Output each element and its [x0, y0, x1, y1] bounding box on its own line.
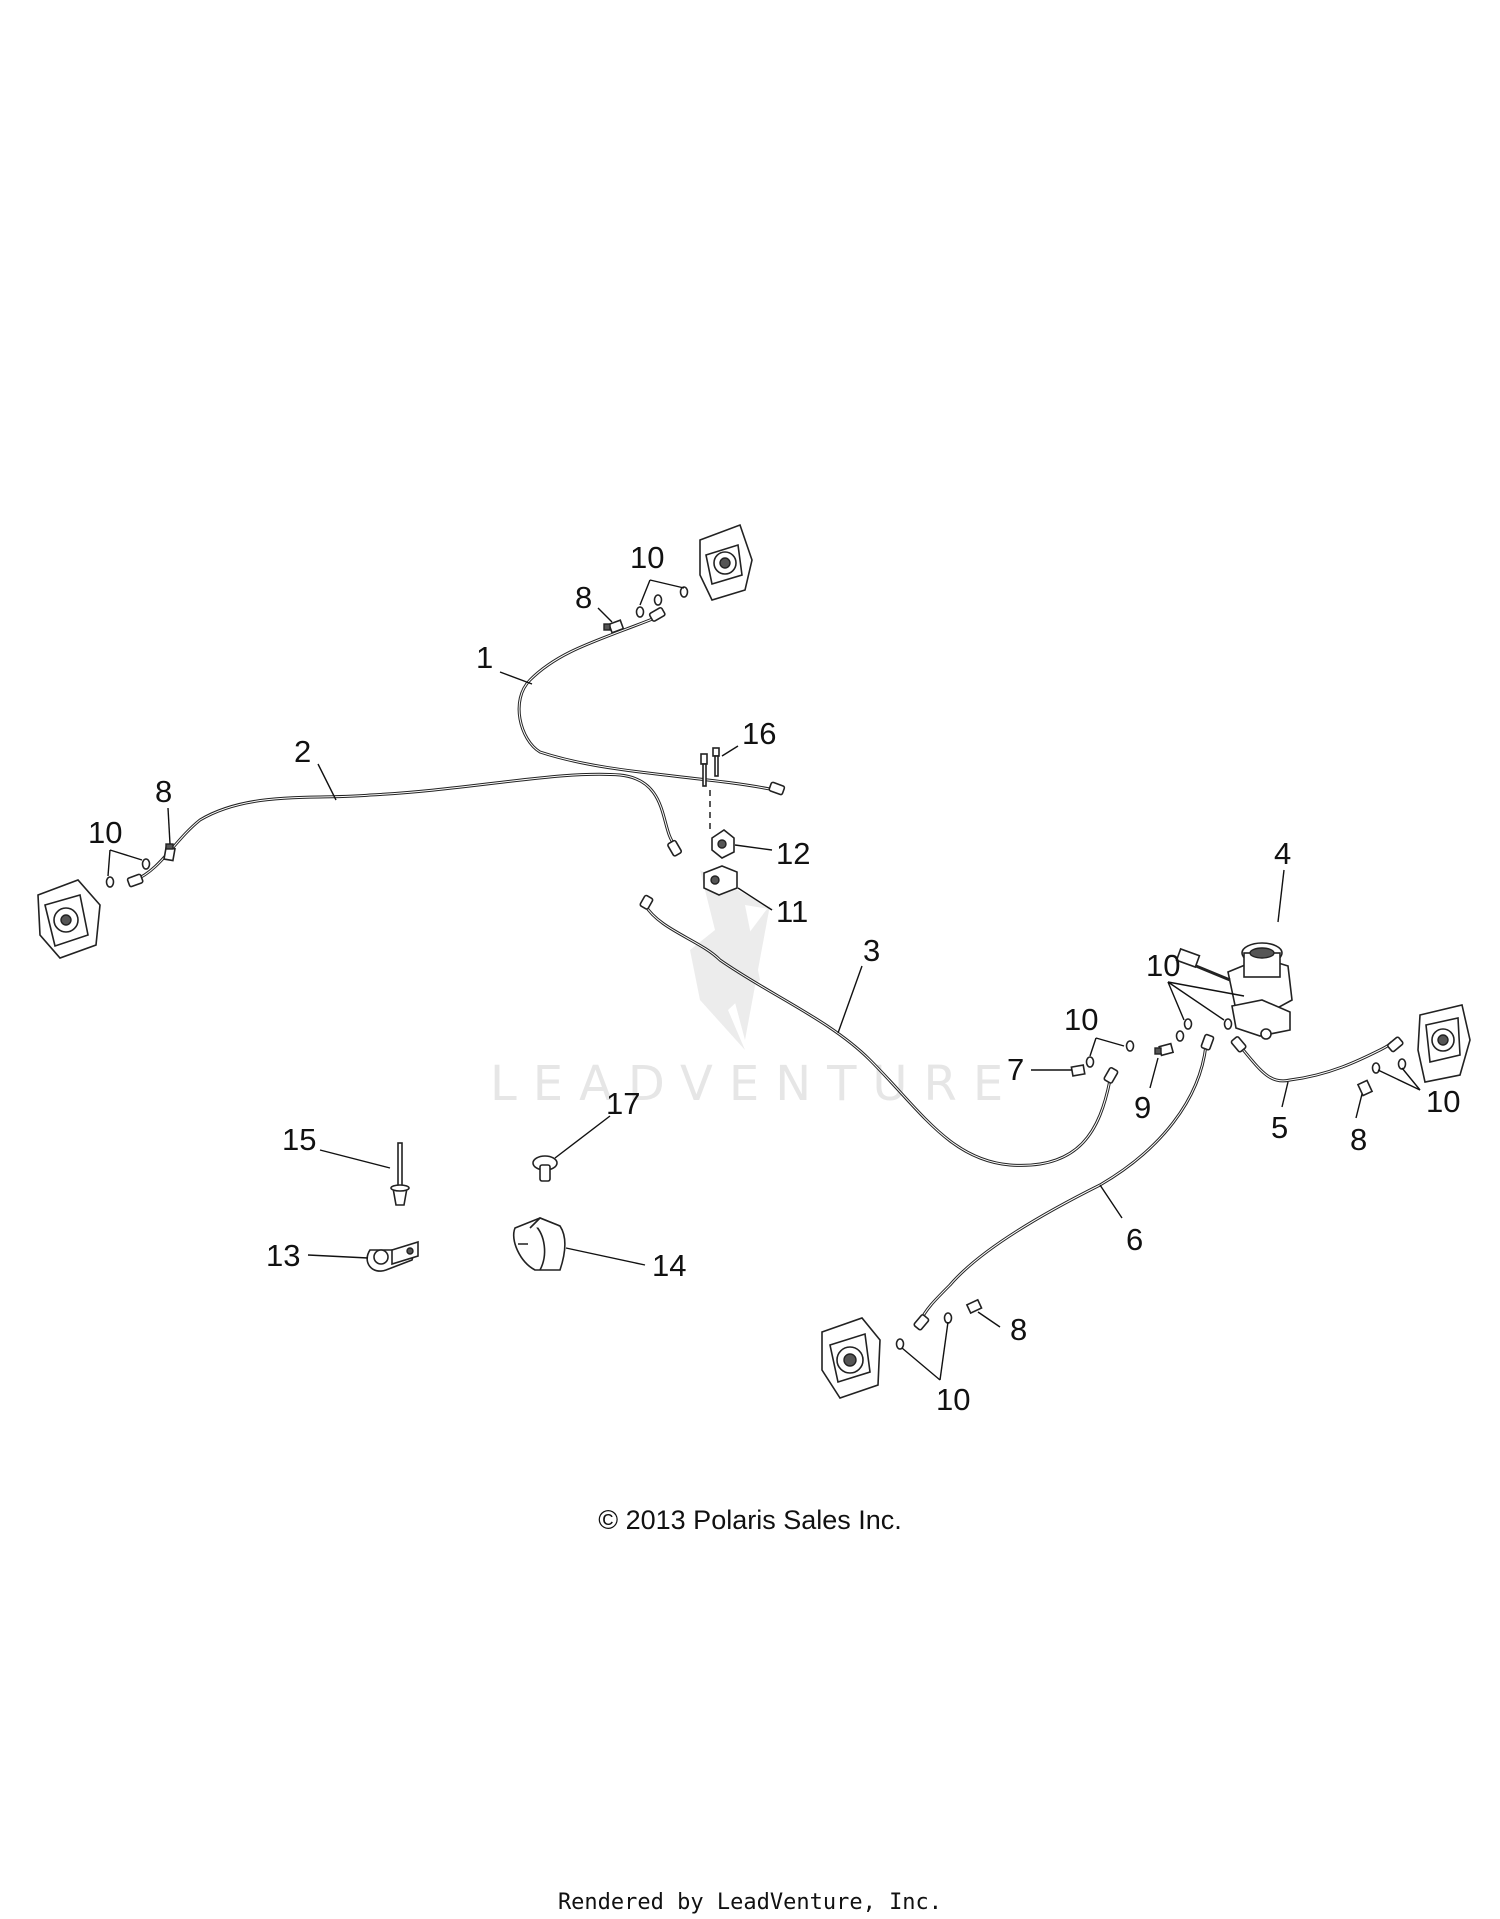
hose-clip: [711, 829, 735, 859]
hoses: [134, 616, 1396, 1323]
callout-3: 3: [863, 933, 880, 968]
rendered-by-credit: Rendered by LeadVenture, Inc.: [557, 1890, 943, 1915]
brake-caliper-front-right: [699, 523, 753, 601]
callout-16: 16: [742, 716, 776, 751]
callout-labels: 1 2 3 4 5 6 7 8 8 8 8 9 10 10 10 10 10 1…: [88, 540, 1460, 1417]
callout-15: 15: [282, 1122, 316, 1157]
watermark: LEADVENTURE: [490, 870, 1019, 1112]
callout-10: 10: [88, 815, 122, 850]
callout-7: 7: [1007, 1052, 1024, 1087]
callout-1: 1: [476, 640, 493, 675]
brake-caliper-rear-right: [1417, 1004, 1471, 1083]
brake-hose-2: [134, 772, 677, 882]
callout-10: 10: [936, 1382, 970, 1417]
callout-10: 10: [1064, 1002, 1098, 1037]
push-rivet-17: [532, 1155, 558, 1182]
callout-4: 4: [1274, 836, 1291, 871]
callout-2: 2: [294, 734, 311, 769]
brake-tee-block: [703, 865, 738, 896]
callout-11: 11: [776, 894, 808, 929]
callout-8: 8: [1350, 1122, 1367, 1157]
callout-10: 10: [630, 540, 664, 575]
callout-10: 10: [1426, 1084, 1460, 1119]
callout-10: 10: [1146, 948, 1180, 983]
callout-12: 12: [776, 836, 810, 871]
master-cylinder: [1175, 942, 1293, 1040]
banjo-bolts: [163, 619, 1374, 1315]
brake-caliper-rear-left: [821, 1317, 881, 1399]
callout-8: 8: [1010, 1312, 1027, 1347]
rivet-15: [390, 1142, 410, 1206]
banjo-bolt: [1356, 1079, 1374, 1097]
callout-9: 9: [1134, 1090, 1151, 1125]
leader-lines: [107, 579, 1421, 1381]
banjo-bolt: [1070, 1064, 1086, 1077]
watermark-text: LEADVENTURE: [490, 1056, 1019, 1112]
brake-caliper-front-left: [37, 879, 101, 959]
callout-5: 5: [1271, 1110, 1288, 1145]
banjo-bolt: [965, 1298, 983, 1315]
banjo-bolt: [1154, 1042, 1175, 1057]
banjo-bolt: [603, 619, 625, 634]
hose-fittings: [126, 606, 1404, 1331]
copyright-notice: © 2013 Polaris Sales Inc.: [598, 1505, 902, 1535]
bolt-16: [700, 747, 720, 832]
callout-8: 8: [155, 774, 172, 809]
callout-14: 14: [652, 1248, 686, 1283]
callout-13: 13: [266, 1238, 300, 1273]
callout-8: 8: [575, 580, 592, 615]
hinge-clamp-14: [513, 1217, 566, 1271]
callout-6: 6: [1126, 1222, 1143, 1257]
banjo-bolt: [163, 843, 176, 862]
callout-17: 17: [606, 1086, 640, 1121]
p-clamp-13: [366, 1240, 419, 1272]
brake-hose-1: [517, 616, 776, 792]
